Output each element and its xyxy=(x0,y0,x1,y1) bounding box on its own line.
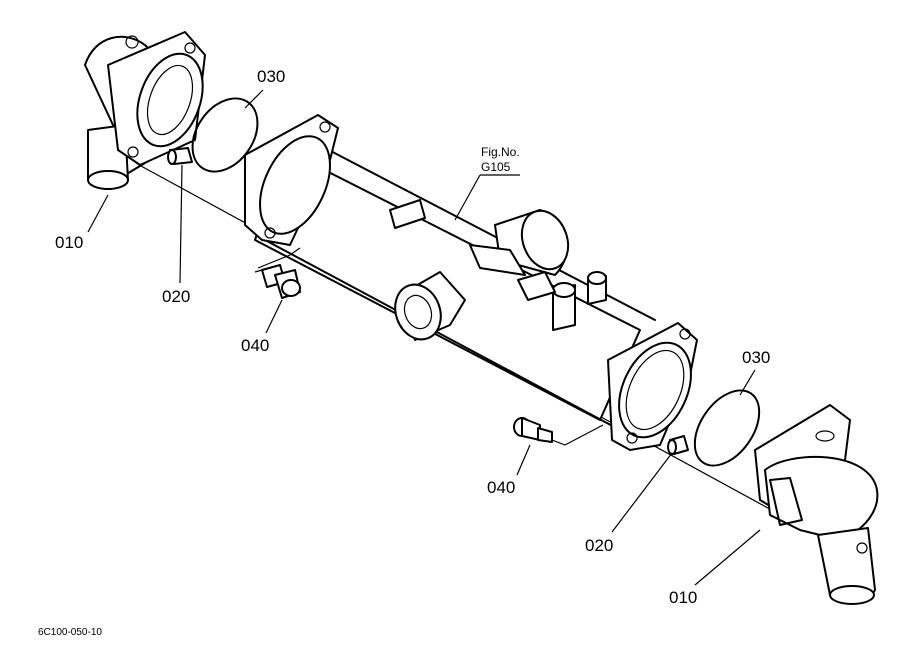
right-bolt-part xyxy=(513,417,604,446)
leader-right-housing xyxy=(694,529,761,586)
right-dowel-pin-part xyxy=(667,435,689,455)
figure-reference-number: G105 xyxy=(481,160,511,174)
callout-left-bolt: 040 xyxy=(241,336,270,355)
drawing-number: 6C100-050-10 xyxy=(38,627,102,638)
callout-left-housing: 010 xyxy=(55,233,84,252)
callout-right-pin: 020 xyxy=(585,536,614,555)
left-dowel-pin-part xyxy=(167,147,193,165)
left-bolt-part xyxy=(254,247,301,299)
callout-left-oring: 030 xyxy=(257,67,286,86)
leader-right-pin xyxy=(611,452,673,533)
leader-right-oring xyxy=(739,369,756,396)
figure-reference: Fig.No. G105 xyxy=(481,145,520,175)
callout-right-oring: 030 xyxy=(742,348,771,367)
figure-reference-label: Fig.No. xyxy=(481,145,520,159)
left-o-ring-part xyxy=(191,97,259,173)
leader-left-oring xyxy=(244,89,264,109)
callout-left-pin: 020 xyxy=(162,287,191,306)
leader-right-bolt xyxy=(516,444,531,476)
right-housing-part xyxy=(754,404,879,605)
leader-left-housing xyxy=(87,194,109,233)
leader-figref xyxy=(454,174,481,221)
leader-left-pin xyxy=(179,164,183,284)
callout-right-bolt: 040 xyxy=(487,478,516,497)
main-tube-part xyxy=(244,114,698,451)
leader-left-bolt xyxy=(265,299,283,334)
right-o-ring-part xyxy=(693,389,761,467)
callout-right-housing: 010 xyxy=(669,588,698,607)
left-housing-part xyxy=(84,31,206,190)
